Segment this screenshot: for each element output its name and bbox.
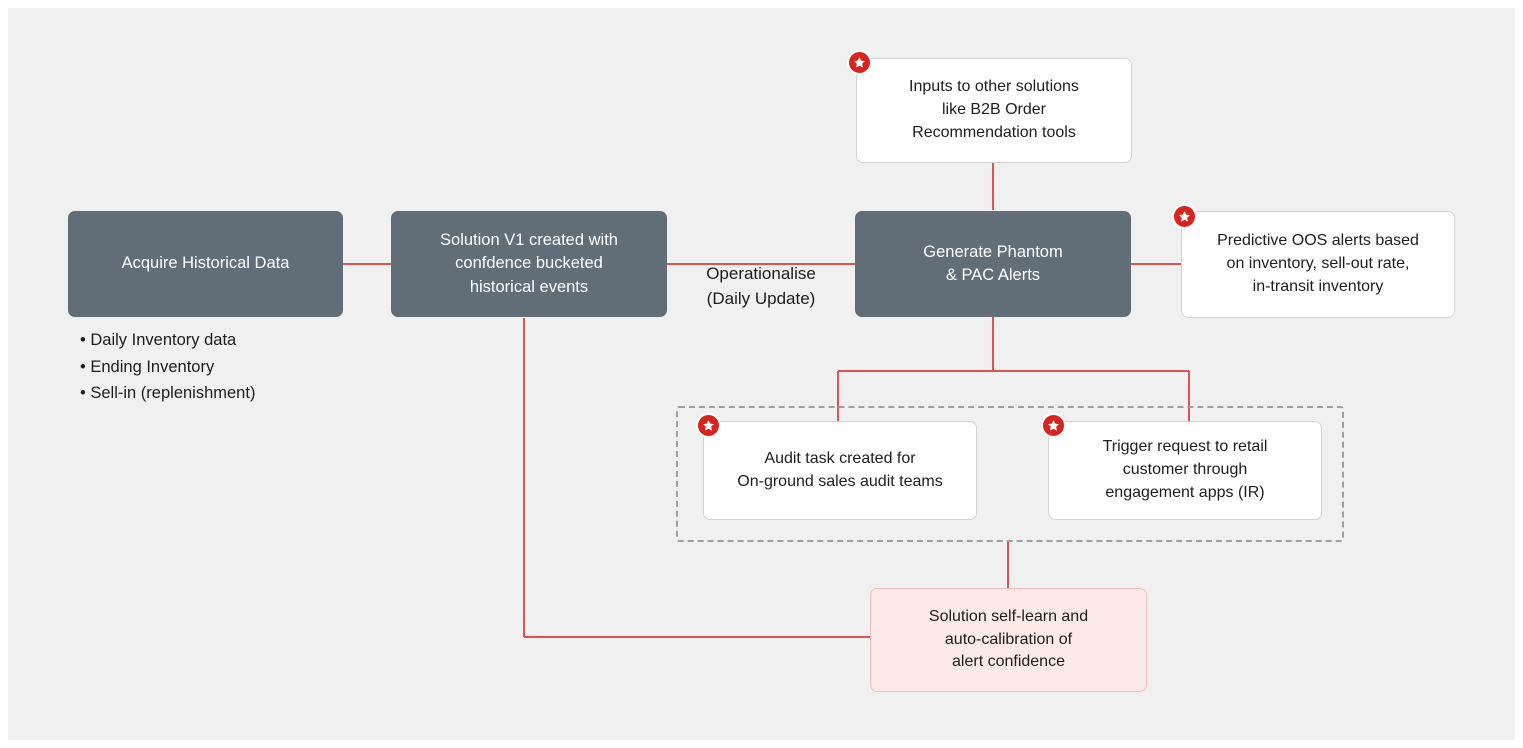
node-inputs-to-other-solutions-label: Inputs to other solutions like B2B Order…: [909, 78, 1079, 141]
node-trigger-request[interactable]: Trigger request to retail customer throu…: [1048, 421, 1322, 520]
node-solution-self-learn-label: Solution self-learn and auto-calibration…: [928, 607, 1089, 671]
acquire-bullet-list: Daily Inventory data Ending Inventory Se…: [80, 327, 380, 407]
edge-label-operationalise: Operationalise (Daily Update): [679, 235, 843, 312]
node-solution-self-learn[interactable]: Solution self-learn and auto-calibration…: [870, 588, 1147, 692]
node-trigger-request-label: Trigger request to retail customer throu…: [1102, 438, 1268, 501]
list-item: Ending Inventory: [80, 354, 380, 381]
node-audit-task[interactable]: Audit task created for On-ground sales a…: [703, 421, 977, 520]
node-generate-phantom-pac-alerts[interactable]: Generate Phantom & PAC Alerts: [855, 211, 1131, 317]
group-container-dashed: [676, 406, 1344, 542]
list-item: Sell-in (replenishment): [80, 380, 380, 407]
node-predictive-oos-alerts[interactable]: Predictive OOS alerts based on inventory…: [1181, 211, 1455, 318]
star-badge-icon: [696, 413, 721, 438]
node-generate-phantom-pac-alerts-label: Generate Phantom & PAC Alerts: [923, 242, 1063, 284]
star-badge-icon: [1172, 204, 1197, 229]
node-predictive-oos-alerts-label: Predictive OOS alerts based on inventory…: [1217, 232, 1419, 295]
edge-label-operationalise-text: Operationalise (Daily Update): [706, 263, 816, 309]
star-badge-icon: [1041, 413, 1066, 438]
node-inputs-to-other-solutions[interactable]: Inputs to other solutions like B2B Order…: [856, 58, 1132, 163]
node-acquire-historical-data[interactable]: Acquire Historical Data: [68, 211, 343, 317]
node-acquire-historical-data-label: Acquire Historical Data: [121, 254, 290, 273]
node-audit-task-label: Audit task created for On-ground sales a…: [737, 449, 943, 490]
star-badge-icon: [847, 50, 872, 75]
list-item: Daily Inventory data: [80, 327, 380, 354]
node-solution-v1[interactable]: Solution V1 created with confdence bucke…: [391, 211, 667, 317]
node-solution-v1-label: Solution V1 created with confdence bucke…: [440, 230, 618, 296]
